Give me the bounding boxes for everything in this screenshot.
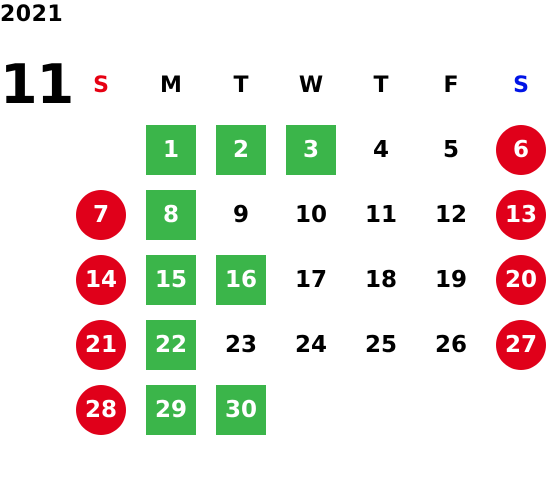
week-row: 21 22 23 24 25 26 27	[70, 320, 548, 380]
day-9[interactable]: 9	[232, 202, 249, 228]
weekday-wed: W	[298, 72, 324, 98]
day-21[interactable]: 21	[76, 320, 126, 370]
week-row: 28 29 30	[70, 385, 548, 445]
week-row: 7 8 9 10 11 12 13	[70, 190, 548, 250]
day-cell-empty	[76, 125, 126, 175]
day-cell-empty	[496, 385, 546, 435]
weekday-sat: S	[513, 72, 529, 98]
day-4[interactable]: 4	[372, 137, 389, 163]
day-7[interactable]: 7	[76, 190, 126, 240]
week-row: 14 15 16 17 18 19 20	[70, 255, 548, 315]
day-19[interactable]: 19	[434, 267, 467, 293]
day-11[interactable]: 11	[364, 202, 397, 228]
day-24[interactable]: 24	[294, 332, 327, 358]
day-5[interactable]: 5	[442, 137, 459, 163]
weekday-mon: M	[160, 72, 182, 98]
day-12[interactable]: 12	[434, 202, 467, 228]
day-18[interactable]: 18	[364, 267, 397, 293]
month-label: 11	[0, 53, 74, 116]
day-26[interactable]: 26	[434, 332, 467, 358]
day-23[interactable]: 23	[224, 332, 257, 358]
week-row: 1 2 3 4 5 6	[70, 125, 548, 185]
day-cell-empty	[356, 385, 406, 435]
day-17[interactable]: 17	[294, 267, 327, 293]
day-22[interactable]: 22	[146, 320, 196, 370]
day-25[interactable]: 25	[364, 332, 397, 358]
day-29[interactable]: 29	[146, 385, 196, 435]
day-30[interactable]: 30	[216, 385, 266, 435]
weekday-header: S M T W T F S	[70, 60, 548, 120]
day-cell-empty	[426, 385, 476, 435]
day-20[interactable]: 20	[496, 255, 546, 305]
weekday-sun: S	[93, 72, 109, 98]
day-16[interactable]: 16	[216, 255, 266, 305]
day-3[interactable]: 3	[286, 125, 336, 175]
day-28[interactable]: 28	[76, 385, 126, 435]
weekday-thu: T	[373, 72, 389, 98]
day-1[interactable]: 1	[146, 125, 196, 175]
day-8[interactable]: 8	[146, 190, 196, 240]
day-2[interactable]: 2	[216, 125, 266, 175]
day-10[interactable]: 10	[294, 202, 327, 228]
day-6[interactable]: 6	[496, 125, 546, 175]
day-14[interactable]: 14	[76, 255, 126, 305]
day-13[interactable]: 13	[496, 190, 546, 240]
weekday-fri: F	[443, 72, 459, 98]
day-27[interactable]: 27	[496, 320, 546, 370]
weekday-tue: T	[233, 72, 249, 98]
day-15[interactable]: 15	[146, 255, 196, 305]
day-cell-empty	[286, 385, 336, 435]
year-label: 2021	[0, 2, 64, 27]
